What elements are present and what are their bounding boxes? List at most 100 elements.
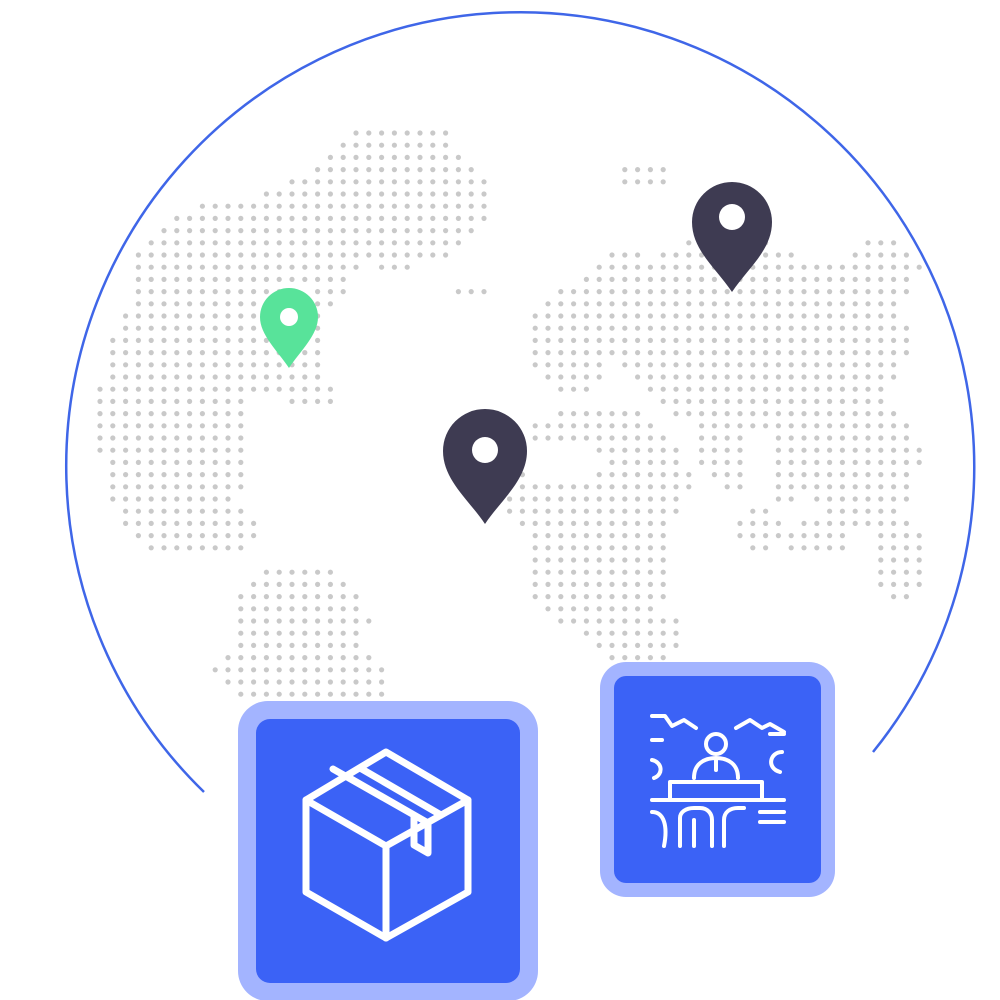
- map-dot: [174, 240, 180, 246]
- map-dot: [583, 581, 590, 588]
- map-dot: [417, 228, 423, 234]
- map-dot: [673, 642, 679, 649]
- map-dot: [430, 167, 436, 173]
- map-dot: [635, 435, 641, 441]
- map-dot: [302, 569, 308, 575]
- map-dot: [532, 313, 538, 319]
- map-dot: [865, 447, 871, 453]
- map-dot: [519, 496, 526, 502]
- map-dot: [903, 423, 910, 429]
- map-dot: [814, 411, 820, 417]
- map-dot: [750, 337, 756, 343]
- map-dot: [647, 386, 654, 392]
- map-dot: [763, 386, 769, 392]
- map-dot: [903, 325, 910, 331]
- map-dot: [660, 325, 666, 331]
- map-dot: [622, 569, 628, 575]
- map-dot: [775, 301, 782, 307]
- map-dot: [647, 508, 654, 514]
- map-dot: [391, 142, 397, 148]
- map-dot: [225, 240, 231, 246]
- map-dot: [814, 325, 820, 331]
- map-dot: [673, 264, 679, 270]
- map-dot: [161, 398, 167, 404]
- map-dot: [263, 289, 269, 295]
- map-dot: [302, 215, 308, 221]
- map-dot: [225, 472, 231, 478]
- package-tile: [238, 701, 538, 1000]
- map-dot: [532, 496, 538, 502]
- map-dot: [571, 386, 577, 392]
- map-dot: [865, 350, 871, 356]
- map-dot: [443, 240, 449, 246]
- map-dot: [366, 655, 372, 661]
- map-dot: [238, 301, 244, 307]
- map-dot: [123, 386, 129, 392]
- map-dot: [750, 520, 756, 527]
- map-dot: [302, 252, 308, 258]
- map-dot: [750, 276, 756, 282]
- map-dot: [699, 423, 705, 429]
- map-dot: [711, 313, 718, 319]
- map-dot: [187, 337, 193, 343]
- map-dot: [801, 533, 807, 539]
- map-dot: [174, 423, 180, 429]
- map-dot: [737, 386, 743, 392]
- map-dot: [212, 386, 218, 392]
- map-dot: [443, 215, 449, 221]
- map-dot: [238, 325, 244, 331]
- map-dot: [327, 154, 333, 160]
- map-dot: [174, 447, 180, 453]
- map-dot: [660, 484, 666, 490]
- map-dot: [455, 191, 461, 197]
- map-dot: [852, 374, 858, 380]
- map-dot: [558, 569, 564, 575]
- map-dot: [110, 398, 116, 404]
- map-dot: [596, 435, 602, 441]
- map-dot: [404, 215, 410, 221]
- map-dot: [199, 398, 205, 404]
- map-dot: [750, 362, 756, 368]
- map-dot: [404, 228, 410, 234]
- map-dot: [289, 276, 295, 282]
- map-dot: [263, 606, 269, 612]
- map-dot: [199, 520, 205, 527]
- map-dot: [583, 545, 590, 551]
- map-dot: [558, 301, 564, 307]
- map-dot: [852, 276, 858, 282]
- map-dot: [891, 508, 897, 514]
- map-dot: [238, 398, 244, 404]
- map-dot: [583, 557, 590, 563]
- map-dot: [801, 276, 807, 282]
- map-dot: [878, 533, 884, 539]
- map-dot: [596, 313, 602, 319]
- map-dot: [827, 423, 833, 429]
- map-dot: [891, 594, 897, 600]
- map-dot: [903, 289, 910, 295]
- map-dot: [110, 484, 116, 490]
- map-dot: [711, 472, 718, 478]
- map-dot: [225, 325, 231, 331]
- map-dot: [558, 423, 564, 429]
- map-dot: [238, 667, 244, 673]
- map-dot: [455, 203, 461, 209]
- map-dot: [801, 337, 807, 343]
- map-dot: [635, 484, 641, 490]
- map-dot: [571, 374, 577, 380]
- map-dot: [711, 386, 718, 392]
- map-dot: [187, 447, 193, 453]
- map-dot: [635, 276, 641, 282]
- map-dot: [865, 484, 871, 490]
- map-dot: [827, 398, 833, 404]
- map-dot: [379, 191, 385, 197]
- map-dot: [660, 472, 666, 478]
- map-dot: [635, 520, 641, 527]
- location-pin-icon: [443, 409, 527, 524]
- map-dot: [225, 228, 231, 234]
- package-box-icon: [302, 748, 472, 942]
- map-dot: [903, 496, 910, 502]
- map-dot: [635, 581, 641, 588]
- map-dot: [673, 508, 679, 514]
- map-dot: [673, 325, 679, 331]
- map-dot: [596, 423, 602, 429]
